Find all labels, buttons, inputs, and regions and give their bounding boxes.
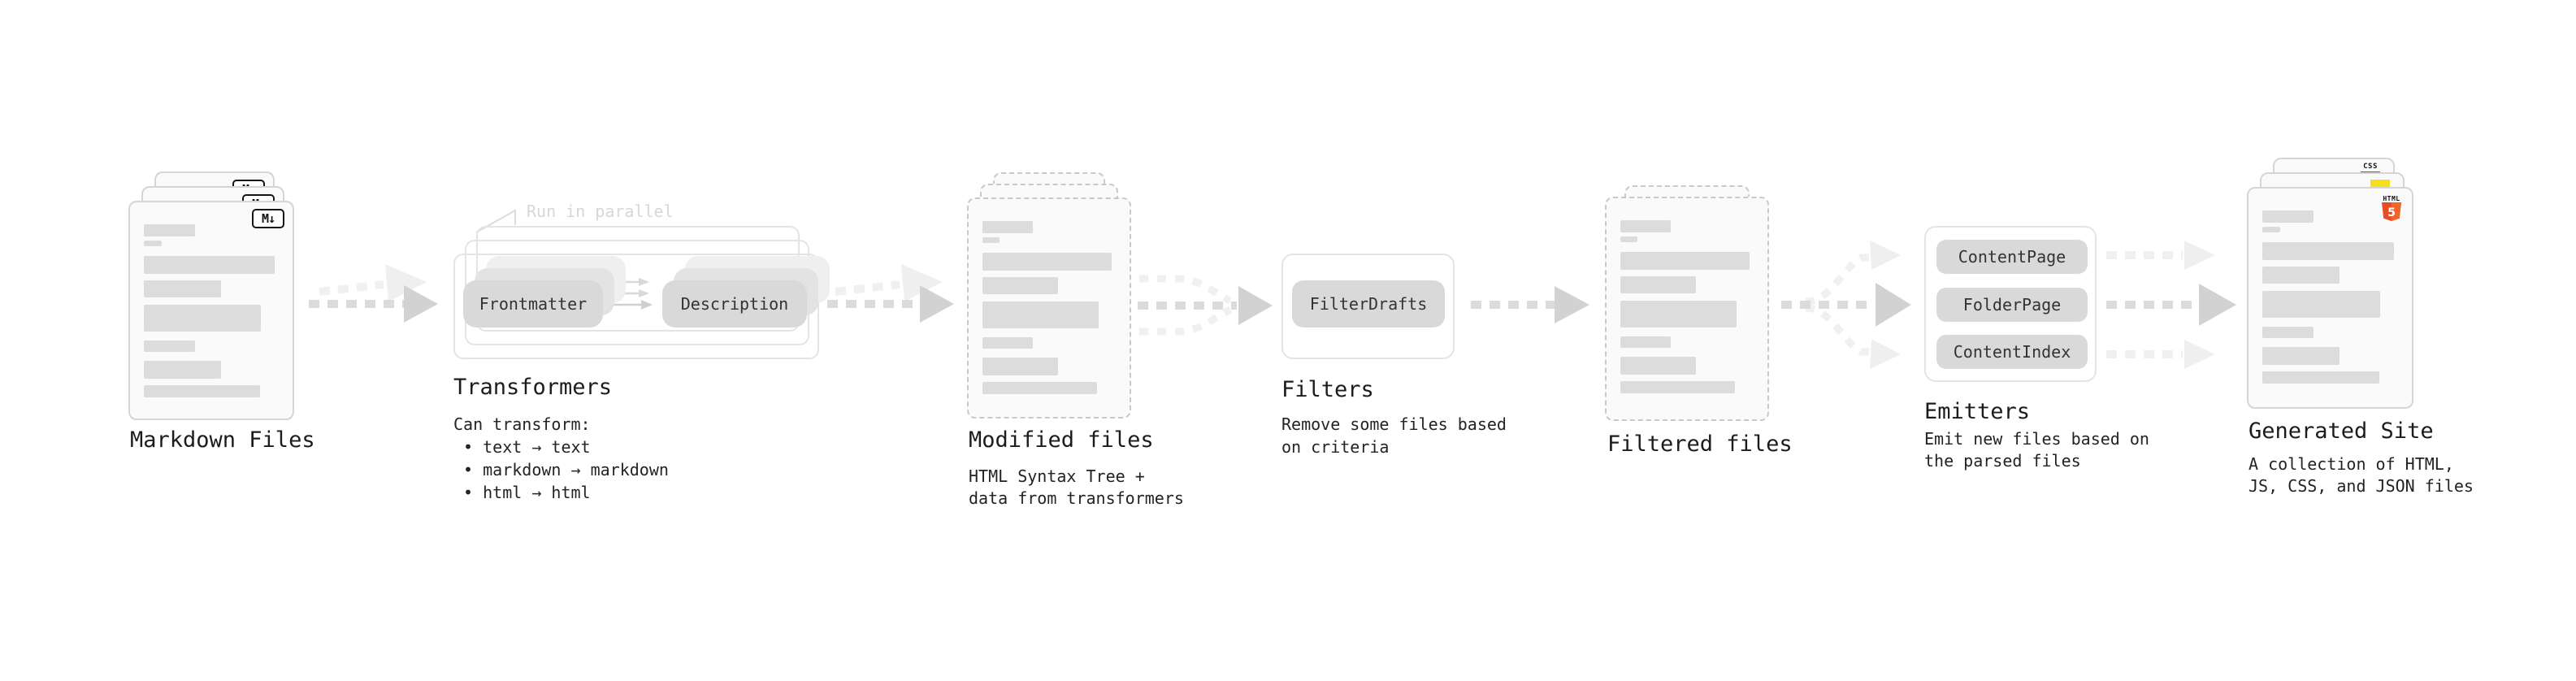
arrow-transformers-to-modified [827,264,954,323]
transformers-desc-line: • markdown → markdown [453,460,669,479]
modified-files-desc-line: HTML Syntax Tree + [969,466,1145,486]
site-file-card-html: HTML 5 [2247,187,2413,409]
arrow-filtered-to-emitters-split [1781,241,1911,369]
filtered-files-label: Filtered files [1607,432,1793,457]
description-pill: Description [662,280,807,327]
text-placeholder-bars [144,202,279,397]
markdown-icon: M↓ [252,209,284,228]
frontmatter-pill: Frontmatter [463,280,603,327]
modified-files-label: Modified files [969,427,1154,453]
arrow-markdown-to-transformers [309,264,438,323]
modified-file-card [967,197,1131,419]
generated-site-desc-line: JS, CSS, and JSON files [2249,476,2474,496]
generated-site-label: Generated Site [2249,419,2434,444]
transformer-box-front [453,254,819,359]
emitters-desc-line: the parsed files [1924,451,2081,471]
transformers-desc-line: • text → text [453,437,591,457]
markdown-file-card: M↓ [128,201,294,420]
filters-panel: FilterDrafts [1281,254,1455,359]
emitters-panel: ContentPage FolderPage ContentIndex [1924,226,2097,382]
filtered-file-card [1605,197,1769,421]
arrow-modified-to-filters-merge [1138,275,1273,336]
text-placeholder-bars [1620,198,1754,393]
transformers-desc-line: Can transform: [453,414,591,434]
transformers-desc-line: • html → html [453,483,591,502]
arrow-filters-to-filtered [1471,286,1589,323]
text-placeholder-bars [982,199,1116,394]
filters-desc-line: on criteria [1281,437,1390,457]
folderpage-pill: FolderPage [1936,288,2088,322]
html5-icon: HTML 5 [2382,195,2401,221]
svg-text:5: 5 [2387,206,2396,219]
filters-label: Filters [1281,377,1374,402]
contentpage-pill: ContentPage [1936,240,2088,274]
filterdrafts-pill: FilterDrafts [1292,280,1445,327]
transformers-label: Transformers [453,375,613,400]
filters-desc-line: Remove some files based [1281,414,1507,434]
emitters-desc-line: Emit new files based on [1924,429,2149,449]
emitters-label: Emitters [1924,399,2031,424]
generated-site-desc-line: A collection of HTML, [2249,454,2454,474]
text-placeholder-bars [2262,189,2398,384]
contentindex-pill: ContentIndex [1936,335,2088,369]
markdown-files-label: Markdown Files [130,427,315,453]
modified-files-desc-line: data from transformers [969,488,1184,508]
run-in-parallel-annotation: Run in parallel [527,202,674,221]
arrow-emitters-to-site [2106,241,2236,369]
